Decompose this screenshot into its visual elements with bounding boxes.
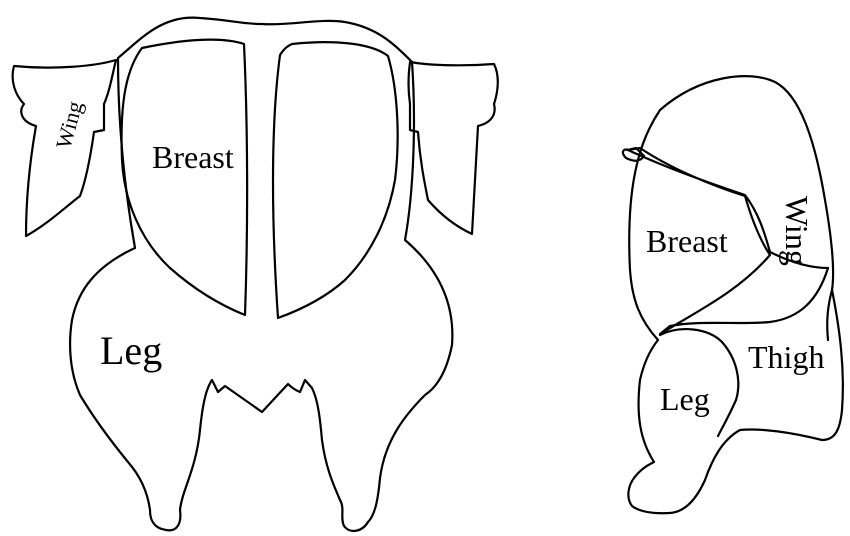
front-wing-label: Wing bbox=[51, 98, 88, 151]
front-breast-label: Breast bbox=[152, 139, 234, 175]
side-wing-label: Wing bbox=[779, 196, 815, 266]
front-view-chicken bbox=[13, 18, 498, 531]
front-right-breast bbox=[273, 42, 398, 318]
side-thigh-label: Thigh bbox=[748, 339, 824, 375]
side-breast-label: Breast bbox=[646, 223, 728, 259]
front-right-wing bbox=[409, 62, 498, 234]
side-thigh-outline bbox=[827, 290, 832, 340]
side-view-chicken bbox=[623, 76, 843, 513]
side-body-outline bbox=[628, 76, 843, 513]
front-left-breast bbox=[122, 40, 248, 315]
front-leg-label: Leg bbox=[100, 328, 162, 373]
side-leg-label: Leg bbox=[660, 381, 710, 417]
